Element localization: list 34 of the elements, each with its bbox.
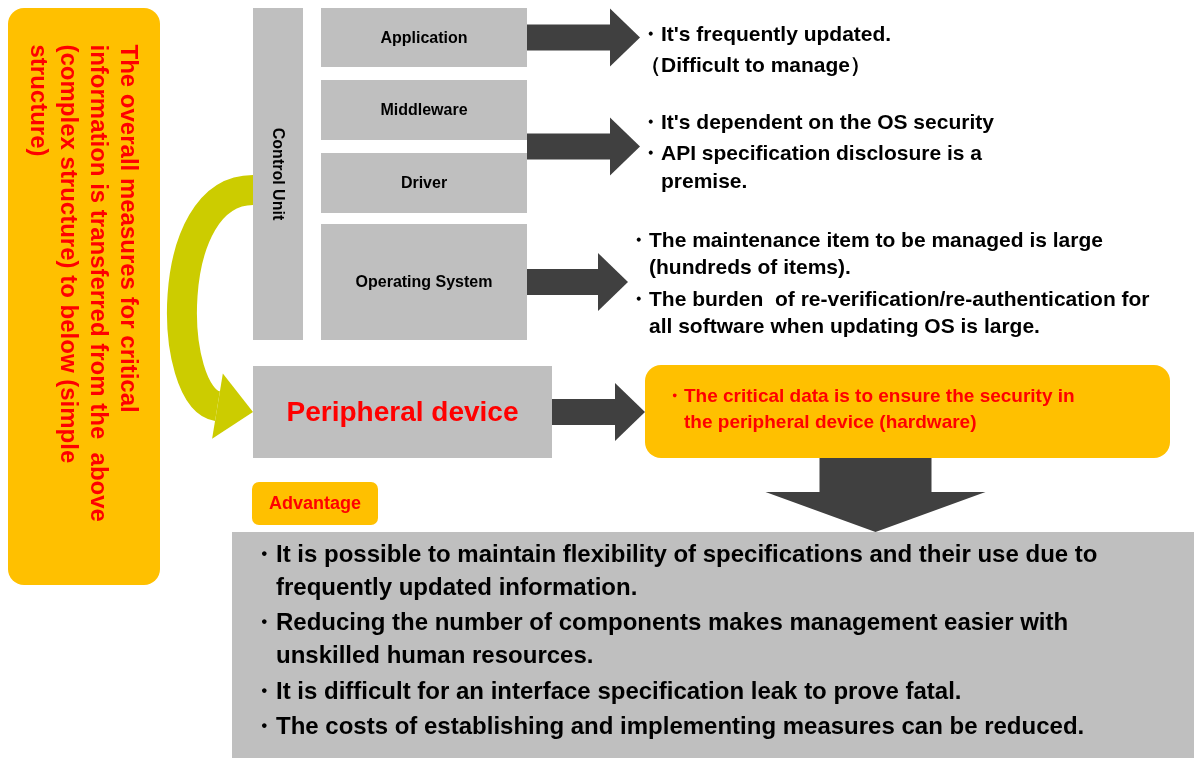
note-box: [8, 8, 160, 585]
box-label: Peripheral device: [286, 396, 519, 428]
advantage-box: [232, 532, 1194, 758]
arrow: [527, 253, 628, 311]
box-label: Driver: [400, 174, 448, 192]
device-box: [253, 366, 552, 458]
box-label: Operating System: [355, 273, 493, 291]
bullet-text: ・The burden of re-verification/re-authentication for all software when updating OS is large.: [628, 285, 1151, 339]
bullet-text: ・It's dependent on the OS security: [640, 109, 995, 135]
highlight-box: [645, 365, 1170, 458]
box-label: Middleware: [380, 101, 468, 119]
bullet-text: ・The costs of establishing and implementing measures can be reduced.: [252, 711, 1086, 742]
bullet-text: ・It is possible to maintain flexibility of specifications and their use due to frequently updated information.: [252, 539, 1099, 602]
bullet-text: （Difficult to manage）: [640, 52, 872, 79]
arrow: [527, 8, 640, 67]
bullet-text: ・The critical data is to ensure the security in the peripheral device (hardware): [665, 384, 1076, 434]
bullet-text: ・It is difficult for an interface specification leak to prove fatal.: [252, 675, 963, 706]
vertical-note: The overall measures for critical information is transferred from the above (complex structure) to below (simple structure): [25, 44, 144, 524]
layer-box: [321, 80, 527, 140]
layer-box: [321, 8, 527, 67]
control-unit-bar: [253, 8, 303, 340]
arrow: [527, 117, 640, 176]
bullet-text: ・The maintenance item to be managed is large (hundreds of items).: [628, 227, 1104, 281]
layer-box: [321, 224, 527, 340]
arrow: [765, 458, 986, 532]
box-label: Application: [380, 28, 468, 47]
layer-box: [321, 153, 527, 213]
bullet-text: ・It's frequently updated.: [640, 21, 893, 47]
tag-label: Advantage: [269, 493, 361, 514]
arrow: [552, 383, 645, 441]
vertical-label: Control Unit: [269, 127, 287, 221]
tag-box: [252, 482, 378, 525]
bullet-text: ・API specification disclosure is a premise.: [640, 140, 983, 194]
bullet-text: ・Reducing the number of components makes management easier with unskilled human resources.: [252, 607, 1070, 670]
